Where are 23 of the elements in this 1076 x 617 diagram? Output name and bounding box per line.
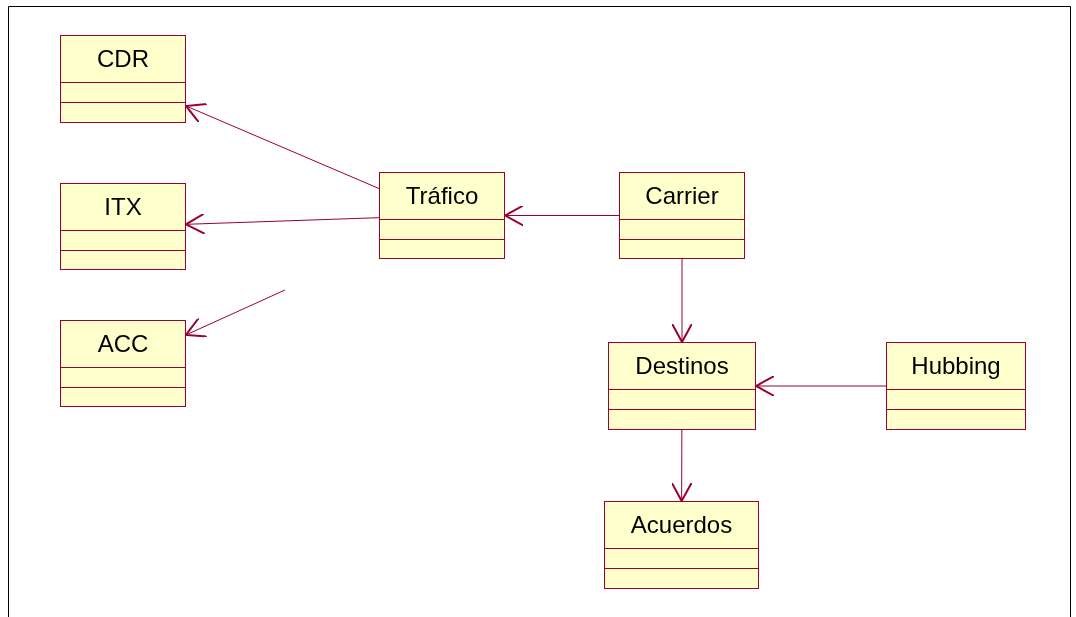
association-arrow [671,258,693,343]
association-arrow [185,103,380,190]
class-name: CDR [96,44,150,74]
class-box [379,172,505,259]
class-name: Destinos [634,351,730,381]
arrow [185,289,286,338]
class-box [60,320,186,407]
class-name: ITX [103,192,143,222]
association-arrow [185,212,380,235]
class-name: ACC [96,329,150,359]
class-box [60,35,186,123]
association-arrow [755,375,887,397]
class-box [608,342,756,430]
class-name: Carrier [644,181,720,211]
class-name: Hubbing [910,351,1002,381]
class-box [60,183,186,270]
class-box [604,501,759,589]
association-arrow [670,429,693,502]
class-box [619,172,745,259]
class-name: Tráfico [404,181,480,211]
association-arrow [504,204,620,227]
class-name: Acuerdos [629,510,734,540]
class-box [886,342,1026,430]
